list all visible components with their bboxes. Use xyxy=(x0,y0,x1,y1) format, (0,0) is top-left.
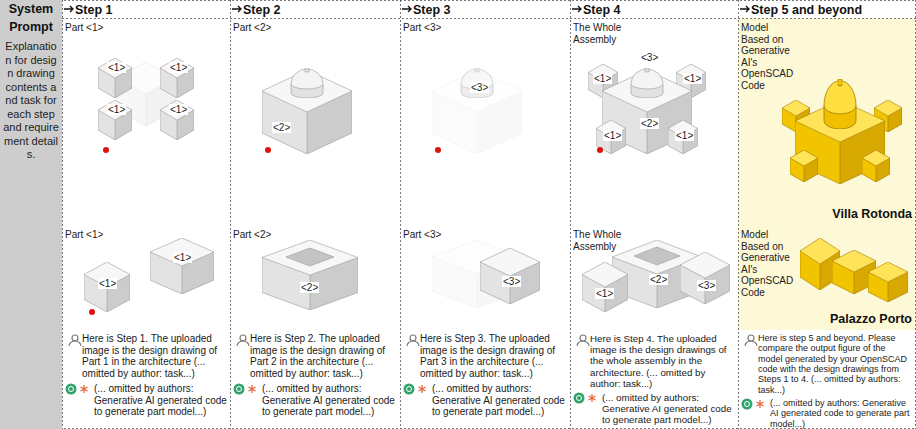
callout-number: <3> xyxy=(697,280,716,291)
part-name: Part <2> xyxy=(233,229,271,241)
column-heading: System Prompt xyxy=(0,0,62,36)
callout-number: <1> xyxy=(98,278,117,289)
step-heading: Step 5 and beyond xyxy=(751,2,862,18)
header-arrow xyxy=(64,6,749,12)
callout-number: <2> xyxy=(640,118,659,129)
step-heading: Step 3 xyxy=(413,2,451,18)
building-drawing xyxy=(262,68,352,154)
panel-note: Model Based on Generative AI's OpenSCAD … xyxy=(741,22,799,91)
callout-number: <1> xyxy=(169,62,188,73)
building-drawing xyxy=(84,238,214,315)
callout-number: <1> xyxy=(683,73,702,84)
ai-reply: (... omitted by authors: Generative AI g… xyxy=(432,383,567,418)
user-message: Here is step 5 and beyond. Please compar… xyxy=(758,333,912,395)
callout-number: <1> xyxy=(593,73,612,84)
part-name: The Whole Assembly xyxy=(573,22,629,45)
callout-number: <1> xyxy=(173,252,192,263)
building-drawing xyxy=(262,240,358,310)
system-prompt-column: System PromptExplanation for design draw… xyxy=(0,0,62,429)
step-heading: Step 4 xyxy=(583,2,621,18)
result-panel: Model Based on Generative AI's OpenSCAD … xyxy=(738,18,916,225)
panel-ground xyxy=(738,225,916,330)
building-name: Palazzo Porto xyxy=(830,312,912,327)
callout-number: <2> xyxy=(649,274,668,285)
step-heading: Step 1 xyxy=(75,2,113,18)
part-name: Part <1> xyxy=(65,22,103,34)
building-drawing xyxy=(98,58,194,153)
ai-reply: (... omitted by authors: Generative AI g… xyxy=(262,383,397,418)
part-name: Part <2> xyxy=(233,22,271,34)
building-drawing xyxy=(432,240,540,308)
user-message: Here is Step 3. The uploaded image is th… xyxy=(420,333,566,379)
ai-reply: (... omitted by authors: Generative AI g… xyxy=(602,392,735,426)
user-message: Here is Step 1. The uploaded image is th… xyxy=(82,333,226,379)
callout-number: <3> xyxy=(502,276,521,287)
callout-number: <2> xyxy=(272,122,291,133)
callout-number: <2> xyxy=(300,282,319,293)
callout-number: <1> xyxy=(107,62,126,73)
generated-model xyxy=(800,238,908,302)
column-body: Explanation for design drawing contents … xyxy=(0,36,62,162)
callout-number: <3> xyxy=(640,52,659,63)
building-drawing xyxy=(432,68,522,154)
callout-number: <1> xyxy=(595,288,614,299)
callout-number: <1> xyxy=(169,104,188,115)
ai-reply: (... omitted by authors: Generative AI g… xyxy=(770,398,913,429)
ai-reply: (... omitted by authors: Generative AI g… xyxy=(94,383,227,418)
ai-icon xyxy=(66,384,88,395)
panel-ground xyxy=(738,18,916,225)
step-heading: Step 2 xyxy=(243,2,281,18)
ai-icon xyxy=(234,384,256,395)
part-name: Part <3> xyxy=(403,229,441,241)
ai-icon xyxy=(404,384,426,395)
ai-icon xyxy=(742,399,764,410)
result-panel: Model Based on Generative AI's OpenSCAD … xyxy=(738,225,916,330)
callout-number: <1> xyxy=(107,104,126,115)
building-name: Villa Rotonda xyxy=(832,207,912,222)
building-drawing xyxy=(588,64,706,154)
generated-model xyxy=(782,79,902,184)
part-name: Part <1> xyxy=(65,229,103,241)
panel-note: Model Based on Generative AI's OpenSCAD … xyxy=(741,229,799,298)
user-message: Here is Step 2. The uploaded image is th… xyxy=(250,333,396,379)
part-name: The Whole Assembly xyxy=(573,229,629,252)
callout-number: <1> xyxy=(603,130,622,141)
callout-number: <3> xyxy=(470,82,489,93)
callout-number: <1> xyxy=(675,130,694,141)
user-message: Here is Step 4. The uploaded image is th… xyxy=(590,333,734,389)
ai-icon xyxy=(574,393,596,404)
part-name: Part <3> xyxy=(403,22,441,34)
